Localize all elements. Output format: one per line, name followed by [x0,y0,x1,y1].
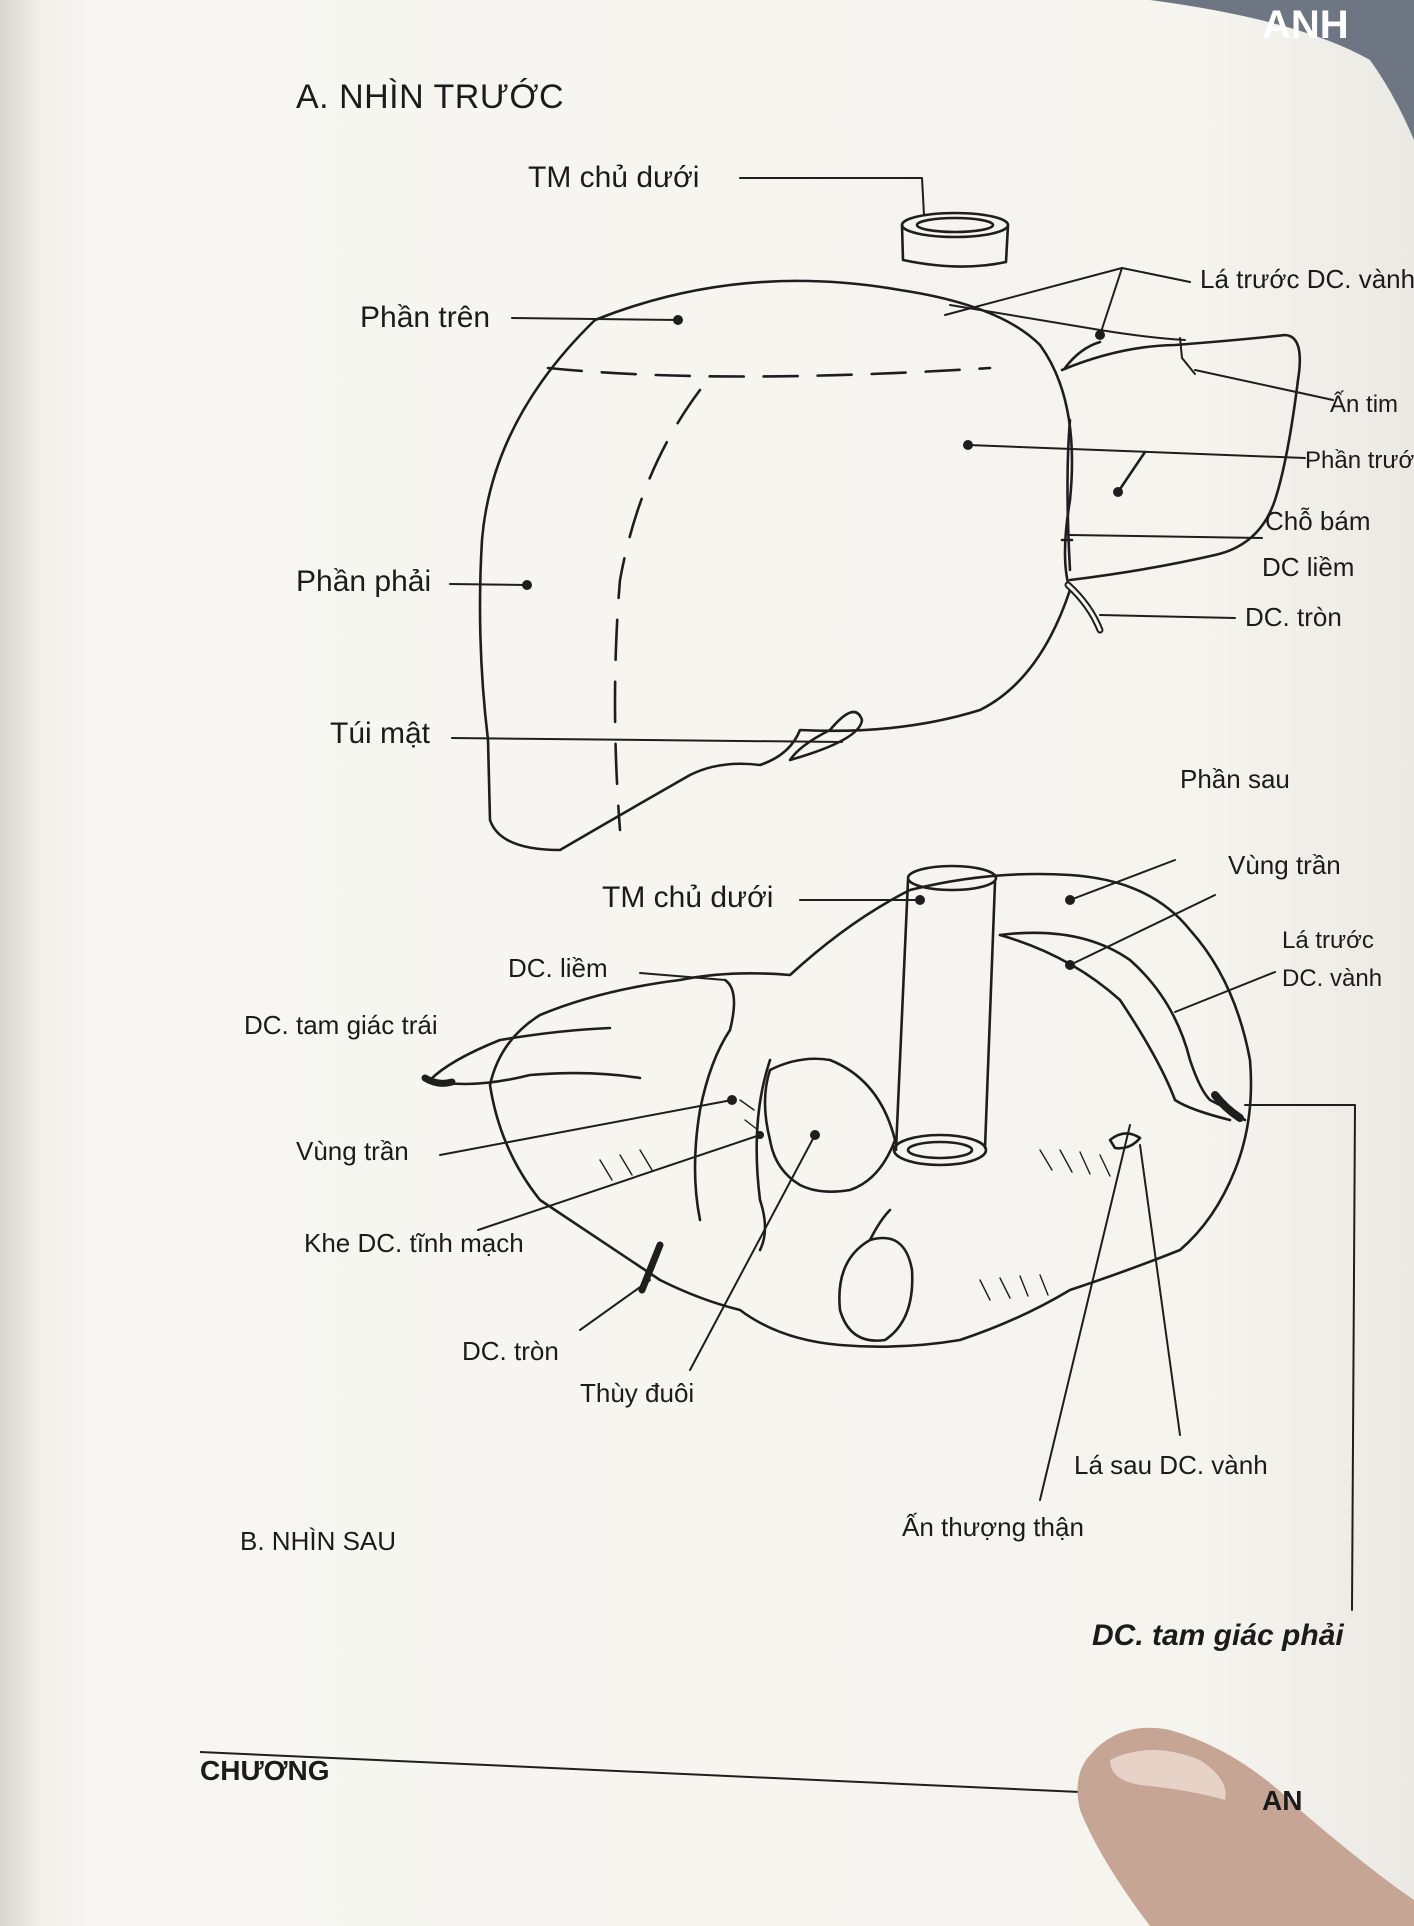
posterior-label-venous-fissure: Khe DC. tĩnh mạch [304,1230,524,1257]
posterior-label-left-triangular: DC. tam giác trái [244,1012,438,1039]
anterior-left-lobe [1062,335,1300,580]
posterior-label-coronary-posterior: Lá sau DC. vành [1074,1452,1268,1479]
anterior-label-falciform-attachment-1: Chỗ bám [1265,508,1371,535]
posterior-left-triangular [430,1028,640,1084]
posterior-ivc [896,880,995,1150]
anterior-dashed-horizontal [548,368,990,377]
anterior-label-ivc: TM chủ dưới [528,162,699,194]
posterior-liver-outline [490,874,1251,1347]
posterior-label-bare-area-left: Vùng trần [296,1138,409,1165]
anterior-label-anterior-part: Phần trước [1305,448,1414,473]
footer-right-fragment: AN [1262,1786,1302,1815]
posterior-title: B. NHÌN SAU [240,1528,396,1555]
posterior-label-coronary-anterior-1: Lá trước [1282,928,1374,953]
footer-rule [200,1752,1080,1792]
anterior-dashed-vertical [615,390,700,830]
posterior-label-right-triangular: DC. tam giác phải [1092,1620,1344,1652]
posterior-label-caudate-lobe: Thùy đuôi [580,1380,694,1407]
anterior-label-falciform-attachment-2: DC liềm [1262,554,1354,581]
corner-header: ANH [1262,4,1349,46]
footer-chapter: CHƯƠNG [200,1756,330,1785]
anterior-label-superior-part: Phần trên [360,302,490,334]
anterior-title: A. NHÌN TRƯỚC [296,80,564,116]
anterior-liver-outline [480,281,1072,850]
posterior-label-adrenal-impression: Ấn thượng thận [902,1514,1084,1541]
posterior-label-round-ligament: DC. tròn [462,1338,559,1365]
posterior-caudate [765,1059,895,1192]
posterior-label-coronary-anterior-2: DC. vành [1282,966,1382,991]
posterior-gallbladder [839,1238,912,1341]
anterior-label-coronary-anterior: Lá trước DC. vành [1200,266,1414,293]
anterior-round-ligament [1068,585,1100,630]
posterior-label-falciform: DC. liềm [508,955,608,982]
anterior-gallbladder [790,712,862,760]
posterior-label-posterior-part: Phần sau [1180,766,1290,793]
anterior-label-right-part: Phần phải [296,566,431,598]
anterior-label-cardiac-impression: Ấn tim [1330,392,1398,417]
posterior-label-bare-area-right: Vùng trần [1228,852,1341,879]
anterior-label-gallbladder: Túi mật [330,718,430,750]
anterior-label-round-ligament: DC. tròn [1245,604,1342,631]
posterior-label-ivc: TM chủ dưới [602,882,773,914]
